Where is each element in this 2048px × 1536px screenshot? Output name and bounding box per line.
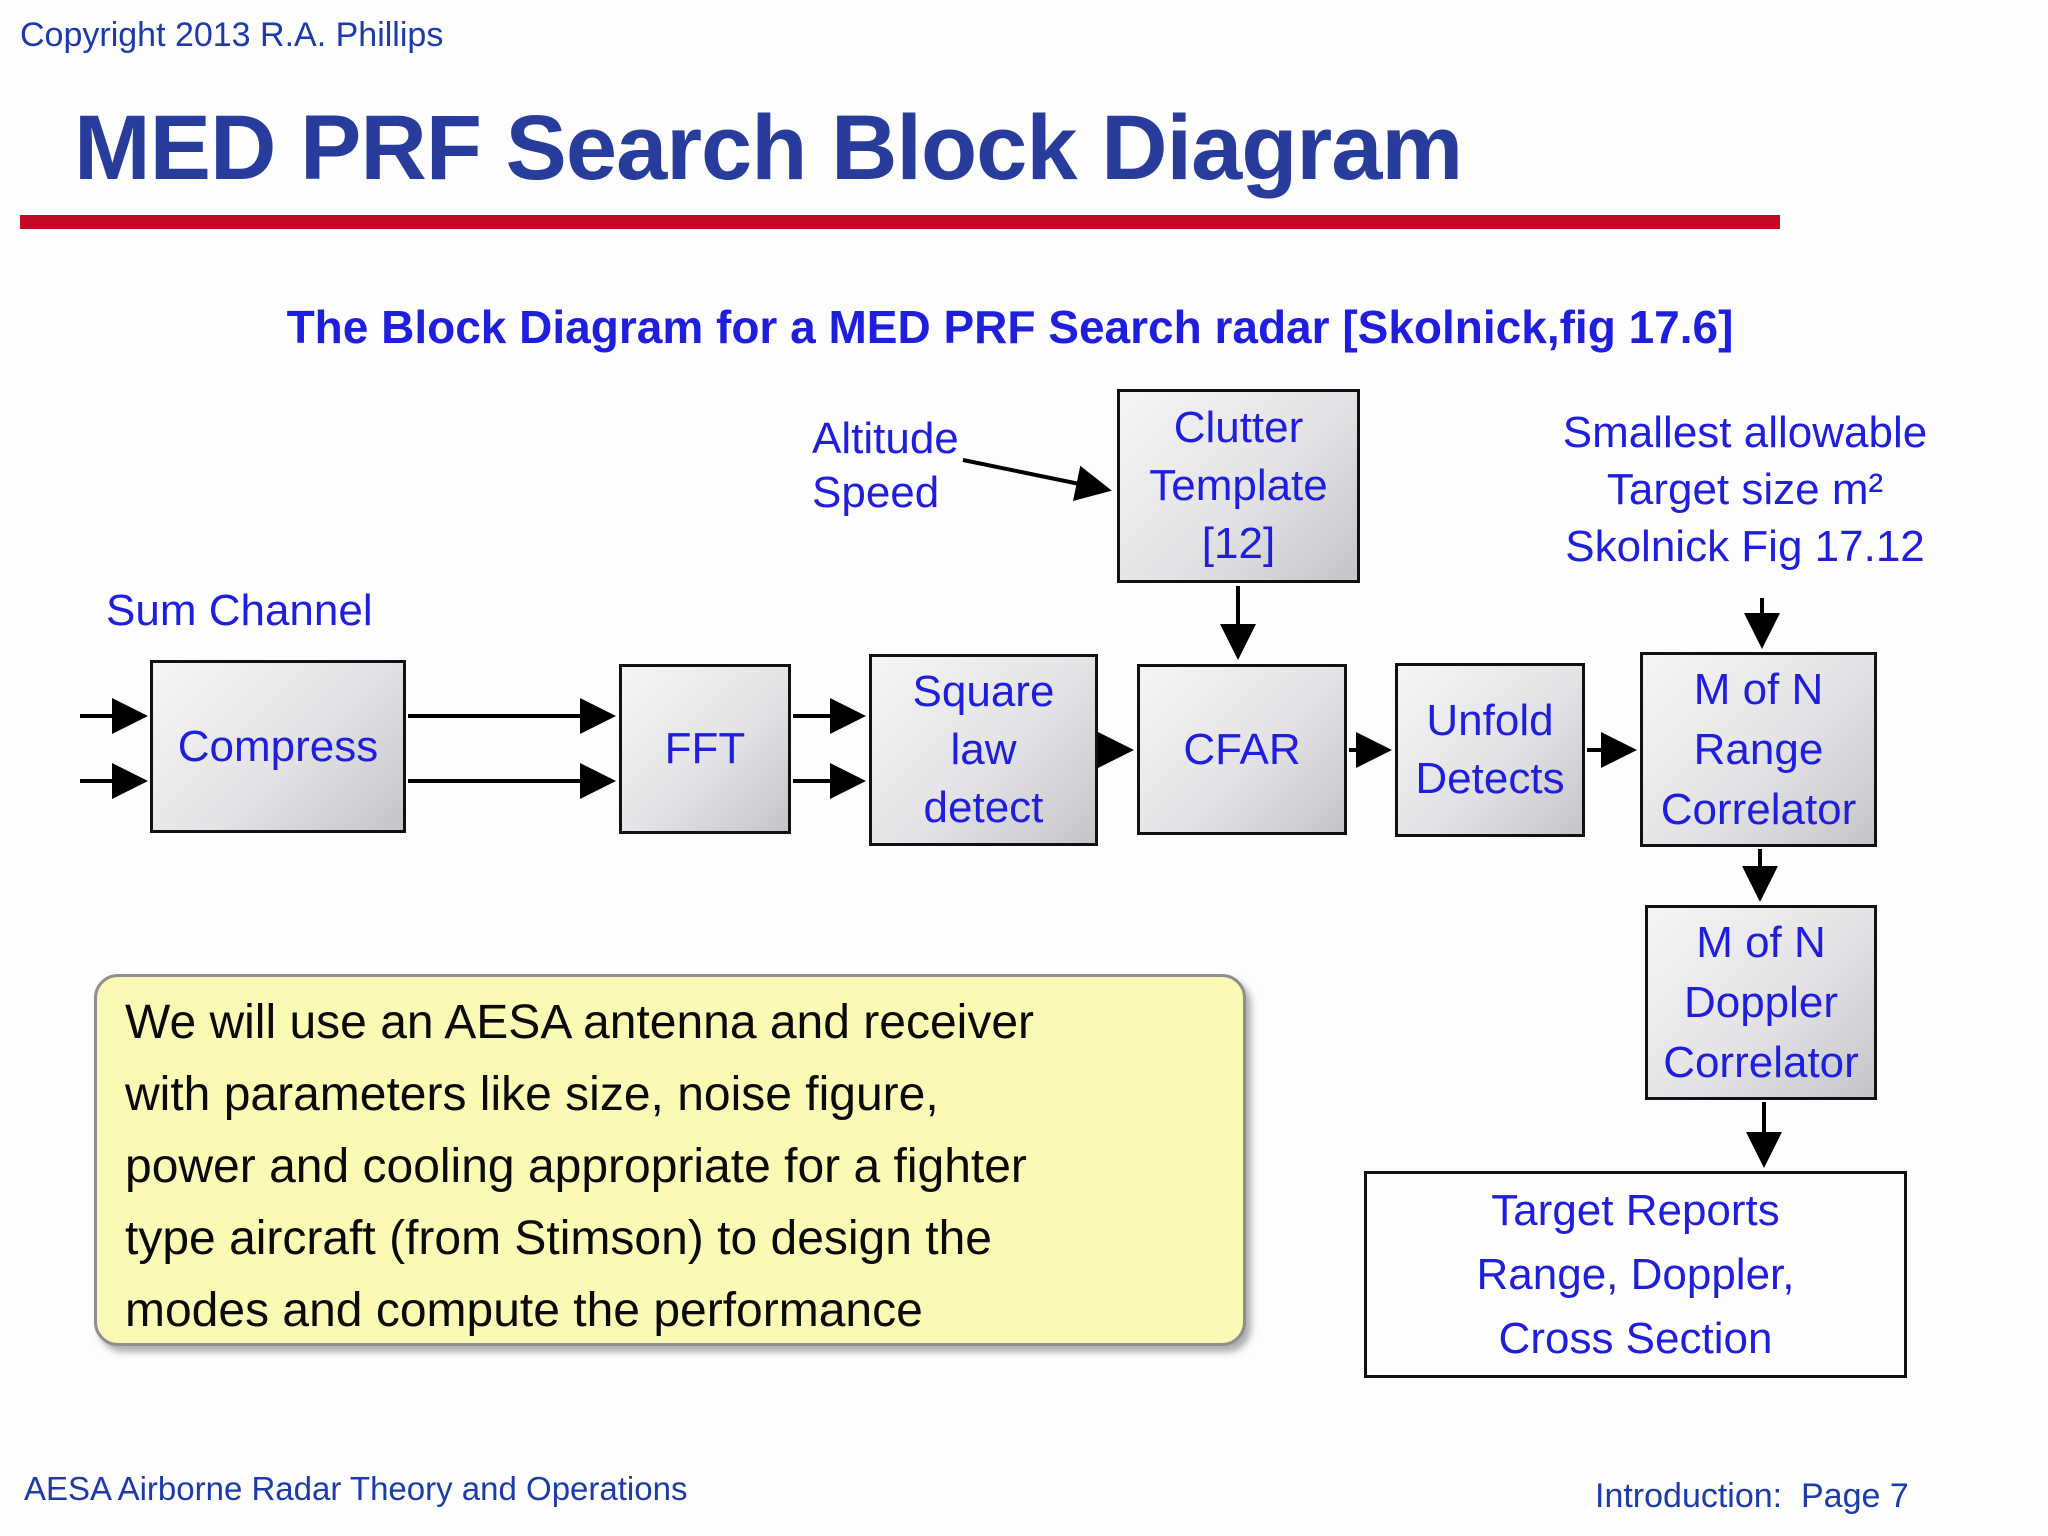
block-m-of-n-doppler-correlator-label: M of N Doppler Correlator (1663, 917, 1859, 1087)
block-target-reports-label: Target Reports Range, Doppler, Cross Sec… (1476, 1185, 1795, 1363)
block-compress: Compress (150, 660, 406, 833)
block-fft: FFT (619, 664, 791, 834)
label-altitude-speed: Altitude Speed (812, 414, 959, 517)
block-m-of-n-doppler-correlator: M of N Doppler Correlator (1645, 905, 1877, 1100)
block-m-of-n-range-correlator: M of N Range Correlator (1640, 652, 1877, 847)
arrow-altitude-to-clutter (962, 458, 1112, 501)
block-compress-label: Compress (177, 721, 379, 771)
footer-course-title: AESA Airborne Radar Theory and Operation… (24, 1470, 688, 1507)
block-square-law-detect: Square law detect (869, 654, 1098, 846)
block-fft-label: FFT (664, 724, 746, 773)
note-text: We will use an AESA antenna and receiver… (125, 996, 1034, 1337)
block-clutter-template-label: Clutter Template [12] (1149, 403, 1328, 568)
label-sum-channel: Sum Channel (106, 586, 373, 635)
block-unfold-detects: Unfold Detects (1395, 663, 1585, 837)
footer-page-number: Introduction: Page 7 (1595, 1477, 1909, 1515)
block-m-of-n-range-correlator-label: M of N Range Correlator (1660, 664, 1857, 834)
block-target-reports: Target Reports Range, Doppler, Cross Sec… (1364, 1171, 1907, 1378)
block-clutter-template: Clutter Template [12] (1117, 389, 1360, 583)
block-cfar: CFAR (1137, 664, 1347, 835)
block-unfold-detects-label: Unfold Detects (1415, 696, 1565, 803)
label-smallest-allowable-target: Smallest allowable Target size m² Skolni… (1562, 408, 1928, 571)
subtitle: The Block Diagram for a MED PRF Search r… (286, 301, 1734, 353)
copyright-text: Copyright 2013 R.A. Phillips (20, 16, 444, 54)
page-title: MED PRF Search Block Diagram (74, 97, 1463, 199)
note-box: We will use an AESA antenna and receiver… (94, 974, 1246, 1346)
title-underline-bar (20, 215, 1780, 229)
block-square-law-detect-label: Square law detect (912, 667, 1055, 832)
block-cfar-label: CFAR (1183, 724, 1301, 774)
